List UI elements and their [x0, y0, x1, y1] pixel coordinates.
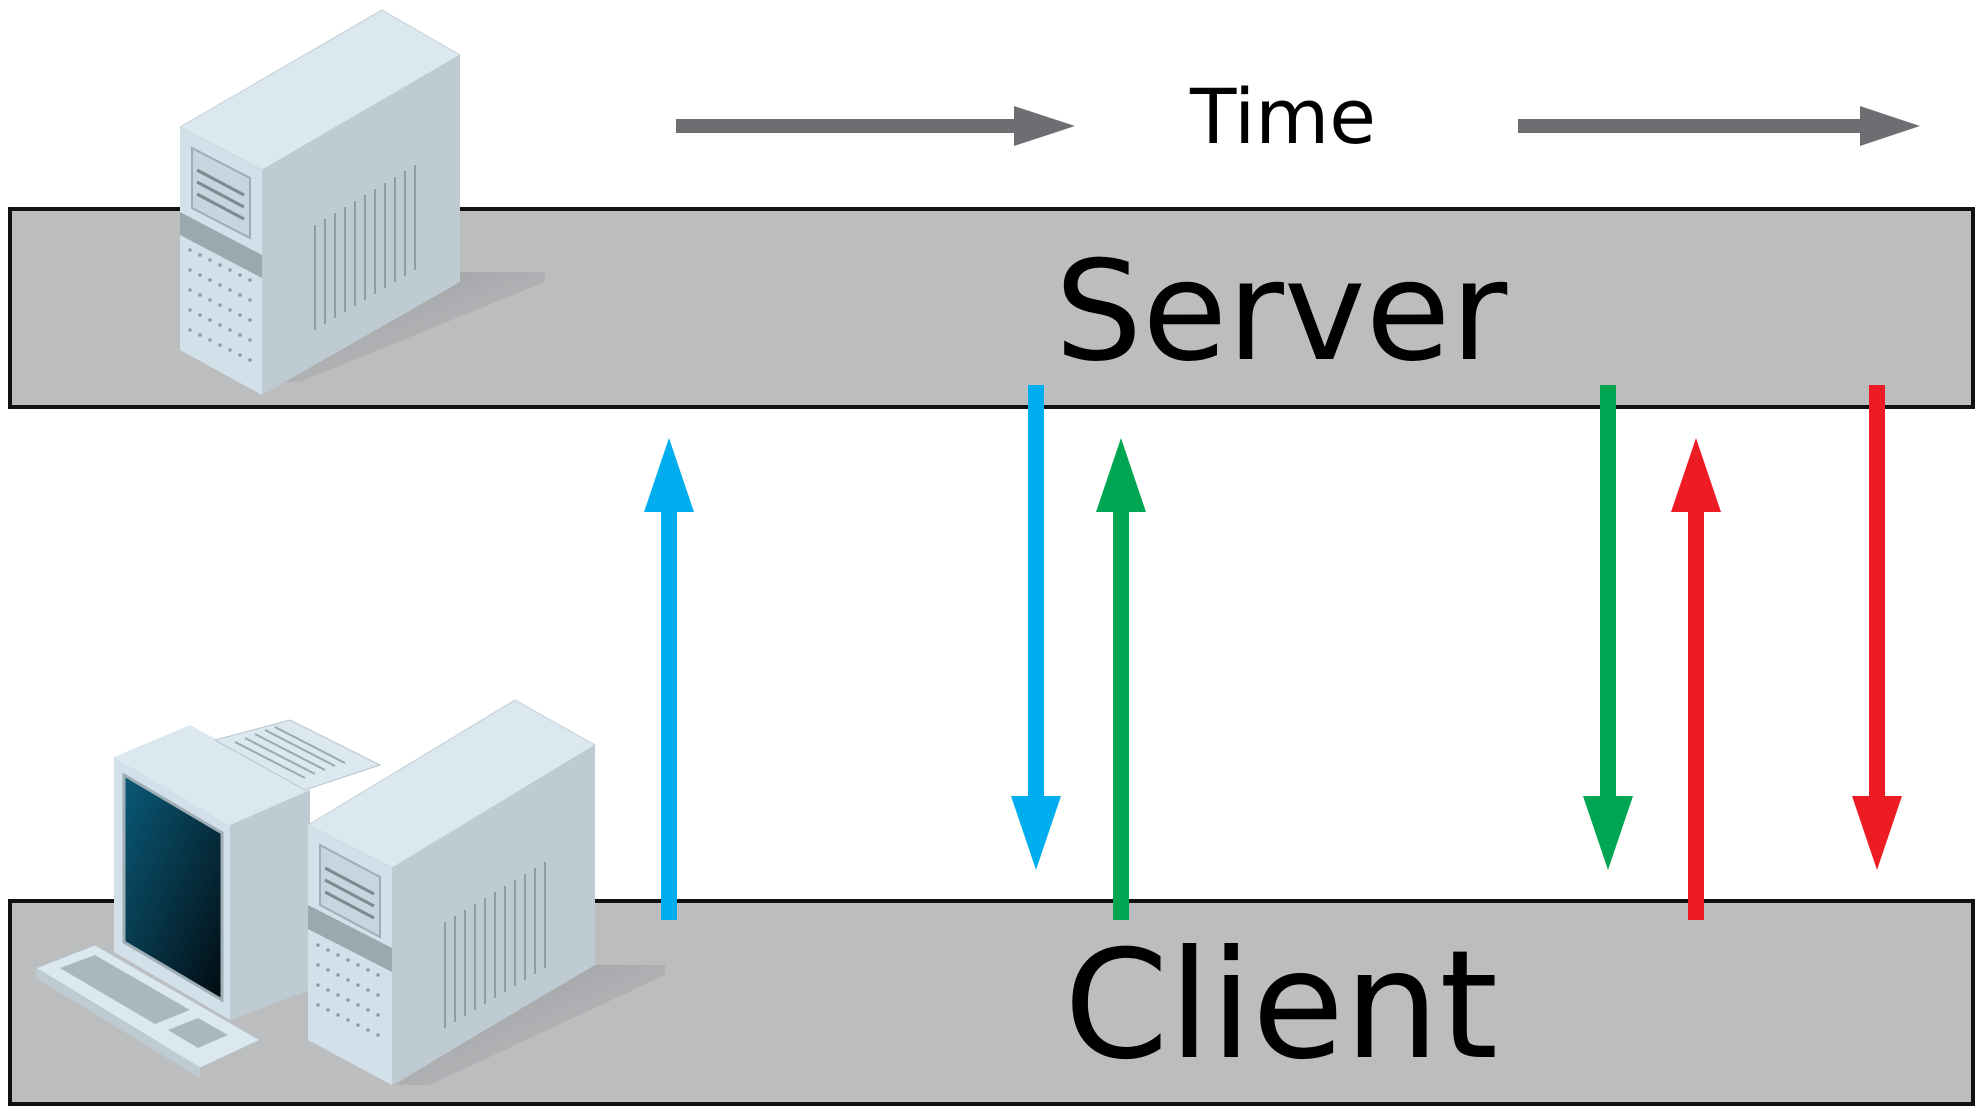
- green-request-arrow: [1096, 438, 1146, 920]
- red-response-arrow: [1852, 385, 1902, 870]
- server-tower-icon: [178, 9, 545, 395]
- blue-response-arrow: [1011, 385, 1061, 870]
- time-arrow-right: [1518, 106, 1920, 146]
- time-label: Time: [1189, 72, 1376, 161]
- client-label: Client: [1064, 919, 1498, 1093]
- client-computer-icon: [34, 699, 665, 1085]
- server-label: Server: [1055, 231, 1508, 392]
- blue-request-arrow: [644, 438, 694, 920]
- time-arrow-left: [676, 106, 1075, 146]
- green-response-arrow: [1583, 385, 1633, 870]
- red-request-arrow: [1671, 438, 1721, 920]
